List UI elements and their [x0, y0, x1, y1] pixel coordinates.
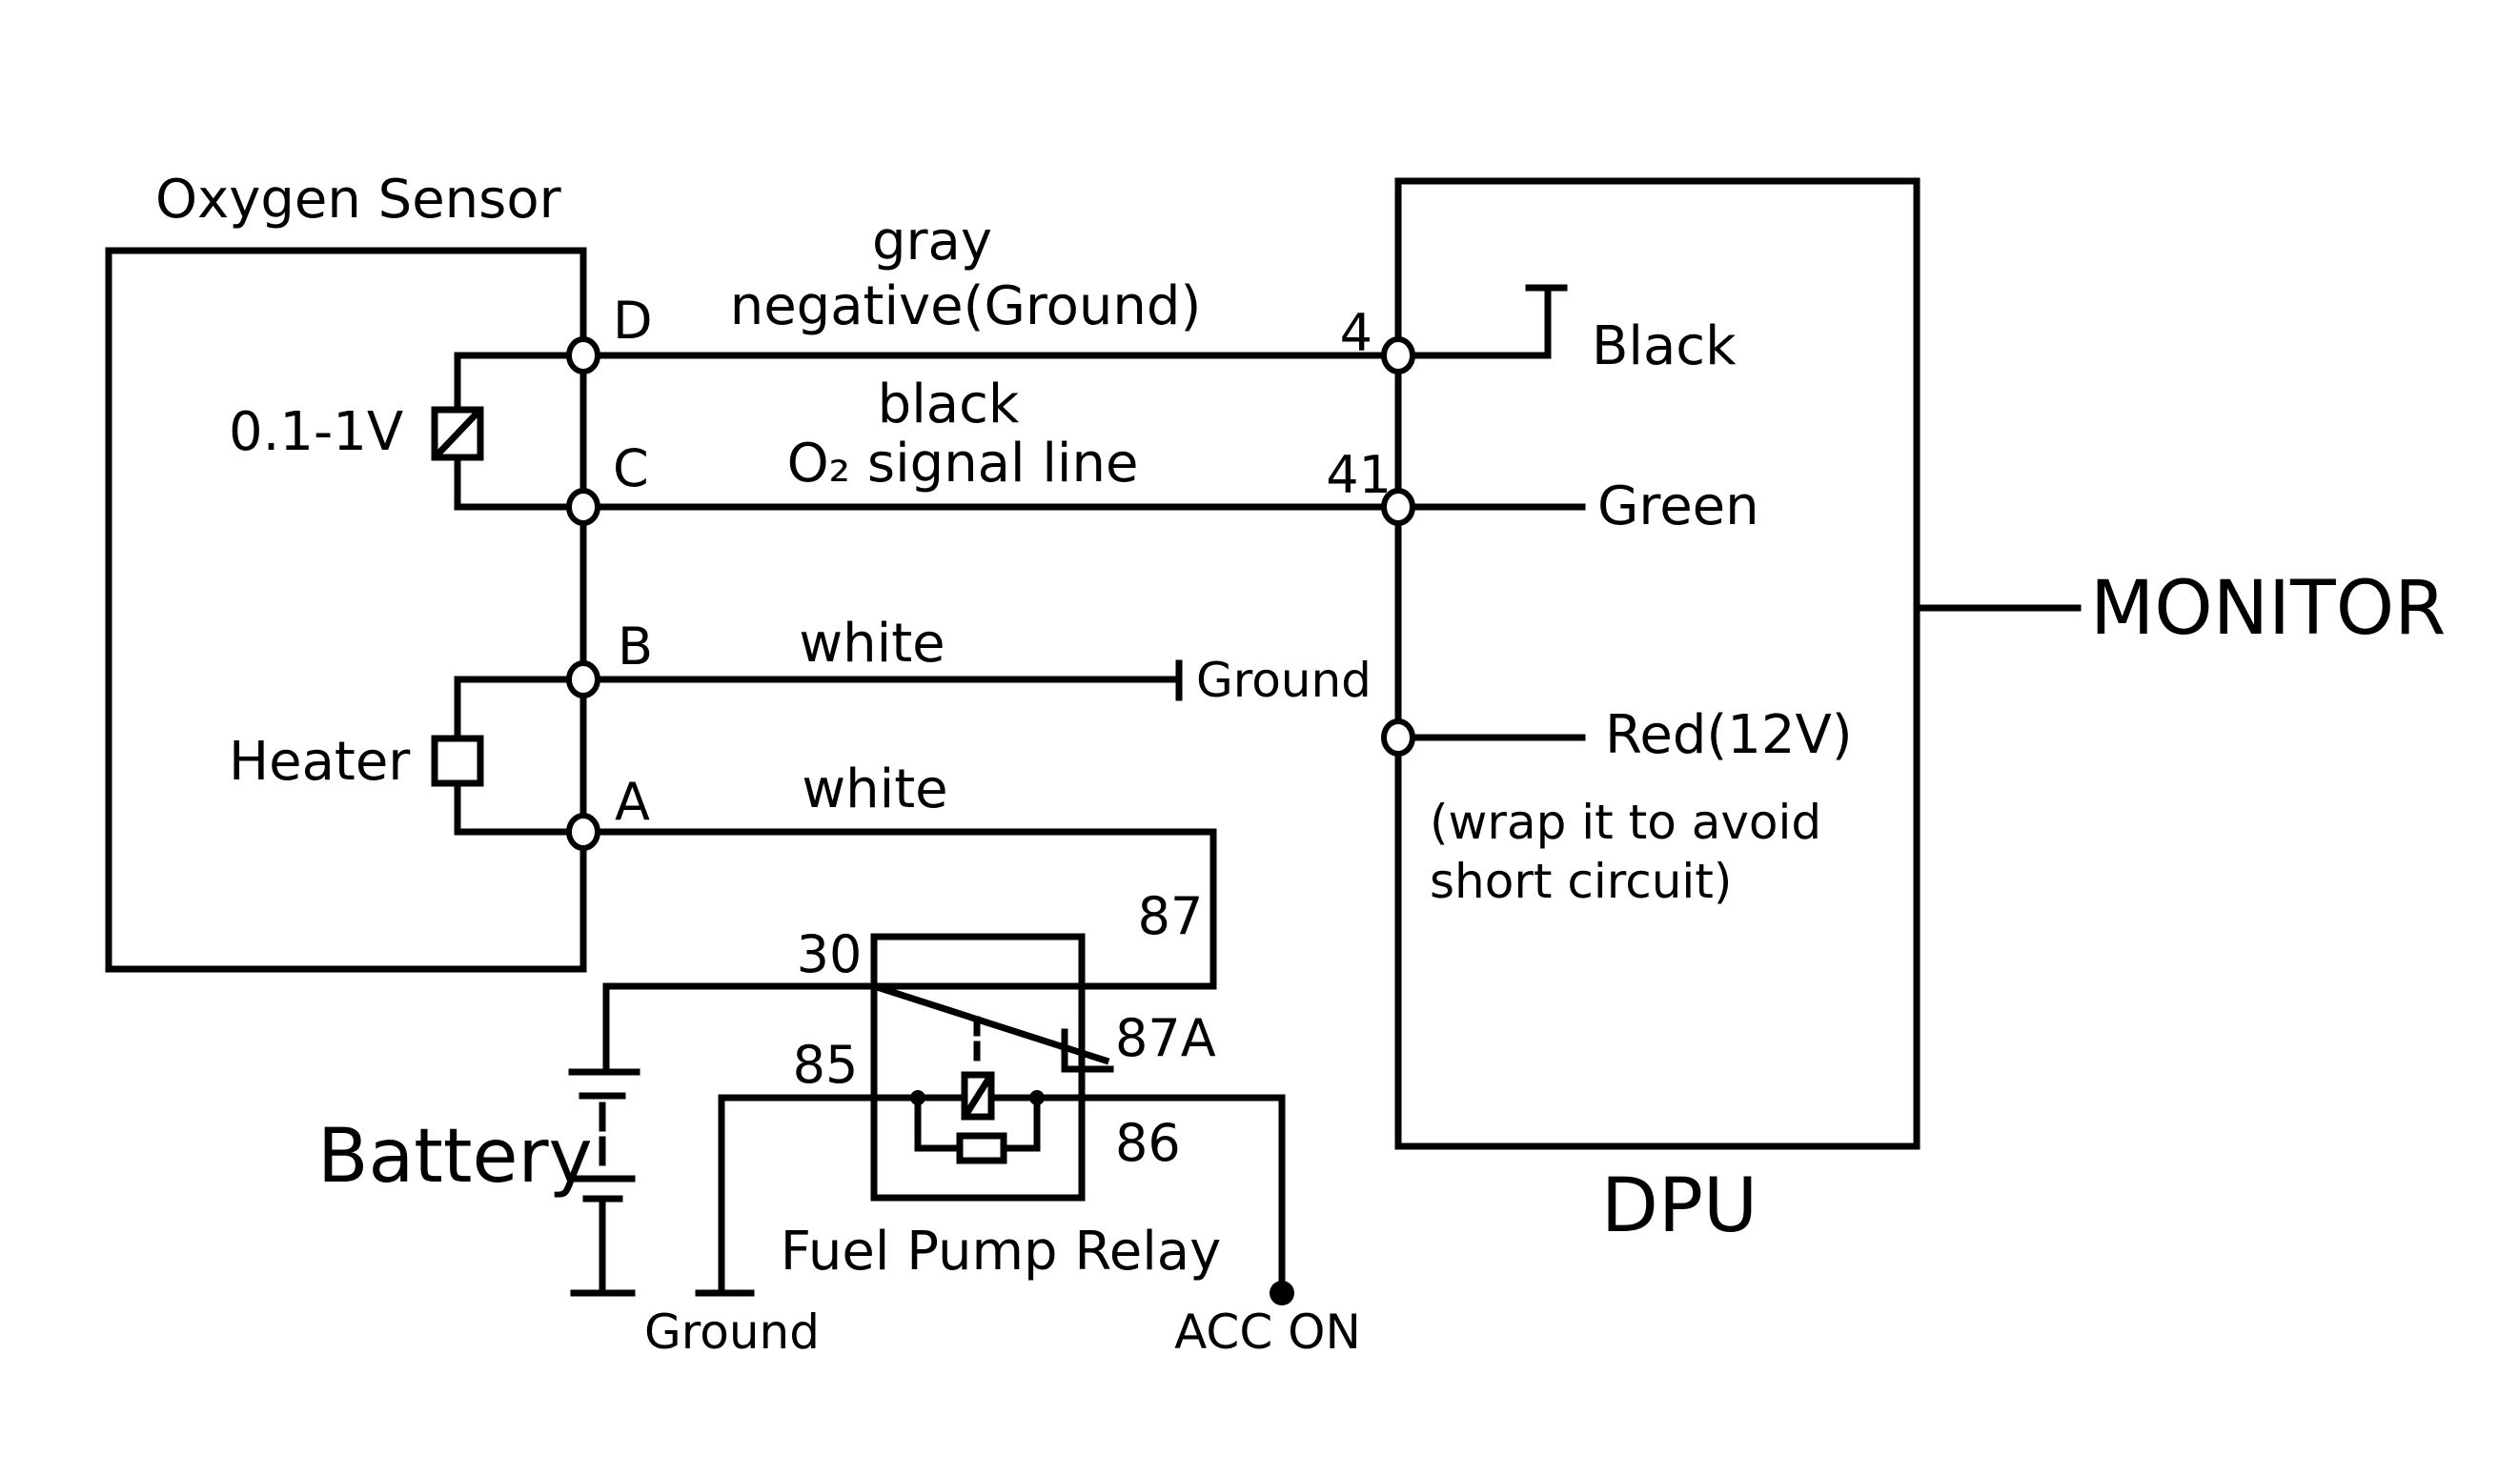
sensor-element-icon	[431, 406, 484, 461]
red-wire-label: Red(12V)	[1605, 704, 1853, 766]
terminal-d-node	[566, 336, 600, 374]
heater-wire-bottom	[454, 779, 587, 836]
wire-b-ground-label: Ground	[1196, 653, 1372, 708]
dpu-title: DPU	[1601, 1163, 1758, 1249]
dpu-box	[1394, 177, 1920, 1150]
wire-c-function: O₂ signal line	[787, 433, 1139, 495]
black-wire-label: Black	[1592, 315, 1737, 377]
terminal-a-node	[566, 813, 600, 851]
wire-d-function: negative(Ground)	[730, 275, 1202, 337]
terminal-c-label: C	[613, 438, 649, 498]
wire-b-color: white	[799, 613, 945, 675]
relay-title: Fuel Pump Relay	[781, 1221, 1222, 1283]
relay-pin-87a-label: 87A	[1115, 1008, 1216, 1068]
relay-coil-wire	[718, 1094, 1286, 1297]
wire-a	[579, 828, 1217, 990]
signal-wire-top	[454, 352, 587, 414]
pin-41-label: 41	[1326, 445, 1392, 505]
heater-wire-top	[454, 676, 587, 742]
heater-resistor-icon	[431, 735, 484, 787]
green-wire-label: Green	[1597, 475, 1759, 537]
terminal-d-label: D	[613, 291, 653, 351]
relay-pin-87-label: 87	[1138, 886, 1204, 946]
sensor-element-slash	[434, 409, 481, 458]
oxygen-sensor: Oxygen Sensor 0.1-1V Heater D C B A	[105, 169, 653, 973]
bottom-terminals: Ground ACC ON	[644, 1281, 1361, 1360]
battery: Battery	[317, 1068, 640, 1297]
heater-label: Heater	[229, 731, 411, 793]
ground-label: Ground	[644, 1304, 820, 1360]
pin-4-label: 4	[1340, 303, 1372, 363]
red-wire-note-line2: short circuit)	[1430, 854, 1732, 909]
battery-label: Battery	[317, 1114, 593, 1200]
relay-87a-contact	[1061, 1028, 1114, 1073]
dpu-pin-41-node	[1381, 488, 1415, 526]
relay-resistor-icon	[956, 1132, 1007, 1164]
terminal-b-node	[566, 660, 600, 698]
dpu: DPU 4 41 Black Green Red(12V) (wrap it t…	[1326, 177, 2446, 1249]
terminal-c-node	[566, 488, 600, 526]
oxygen-sensor-title: Oxygen Sensor	[155, 169, 562, 231]
red-wire-note-line1: (wrap it to avoid	[1430, 795, 1821, 850]
relay-pin-85-label: 85	[793, 1035, 859, 1095]
wire-a-color: white	[802, 758, 947, 820]
dpu-red-node	[1381, 718, 1415, 757]
terminal-b-label: B	[618, 617, 653, 677]
battery-positive-wire	[602, 982, 878, 1076]
relay-pin-30-label: 30	[797, 924, 863, 984]
terminal-a-label: A	[615, 772, 650, 832]
wire-c-color: black	[878, 374, 1020, 435]
acc-on-label: ACC ON	[1174, 1304, 1361, 1360]
connection-nodes	[566, 336, 1415, 851]
acc-on-terminal-icon	[1270, 1281, 1294, 1305]
oxygen-sensor-box	[105, 247, 587, 973]
wires: gray negative(Ground) black O₂ signal li…	[579, 211, 1402, 990]
wire-d-color: gray	[872, 211, 992, 273]
fuel-pump-relay: 30 87 87A 85 86 Fuel Pump Relay	[602, 886, 1286, 1297]
signal-voltage-label: 0.1-1V	[229, 401, 403, 463]
dpu-pin-4-node	[1381, 336, 1415, 374]
black-wire	[1394, 284, 1552, 359]
relay-coil-slash	[962, 1073, 994, 1119]
signal-wire-bottom	[454, 454, 587, 511]
monitor-label: MONITOR	[2090, 566, 2446, 652]
relay-pin-86-label: 86	[1115, 1113, 1181, 1173]
relay-switch-arm	[869, 981, 1110, 1065]
